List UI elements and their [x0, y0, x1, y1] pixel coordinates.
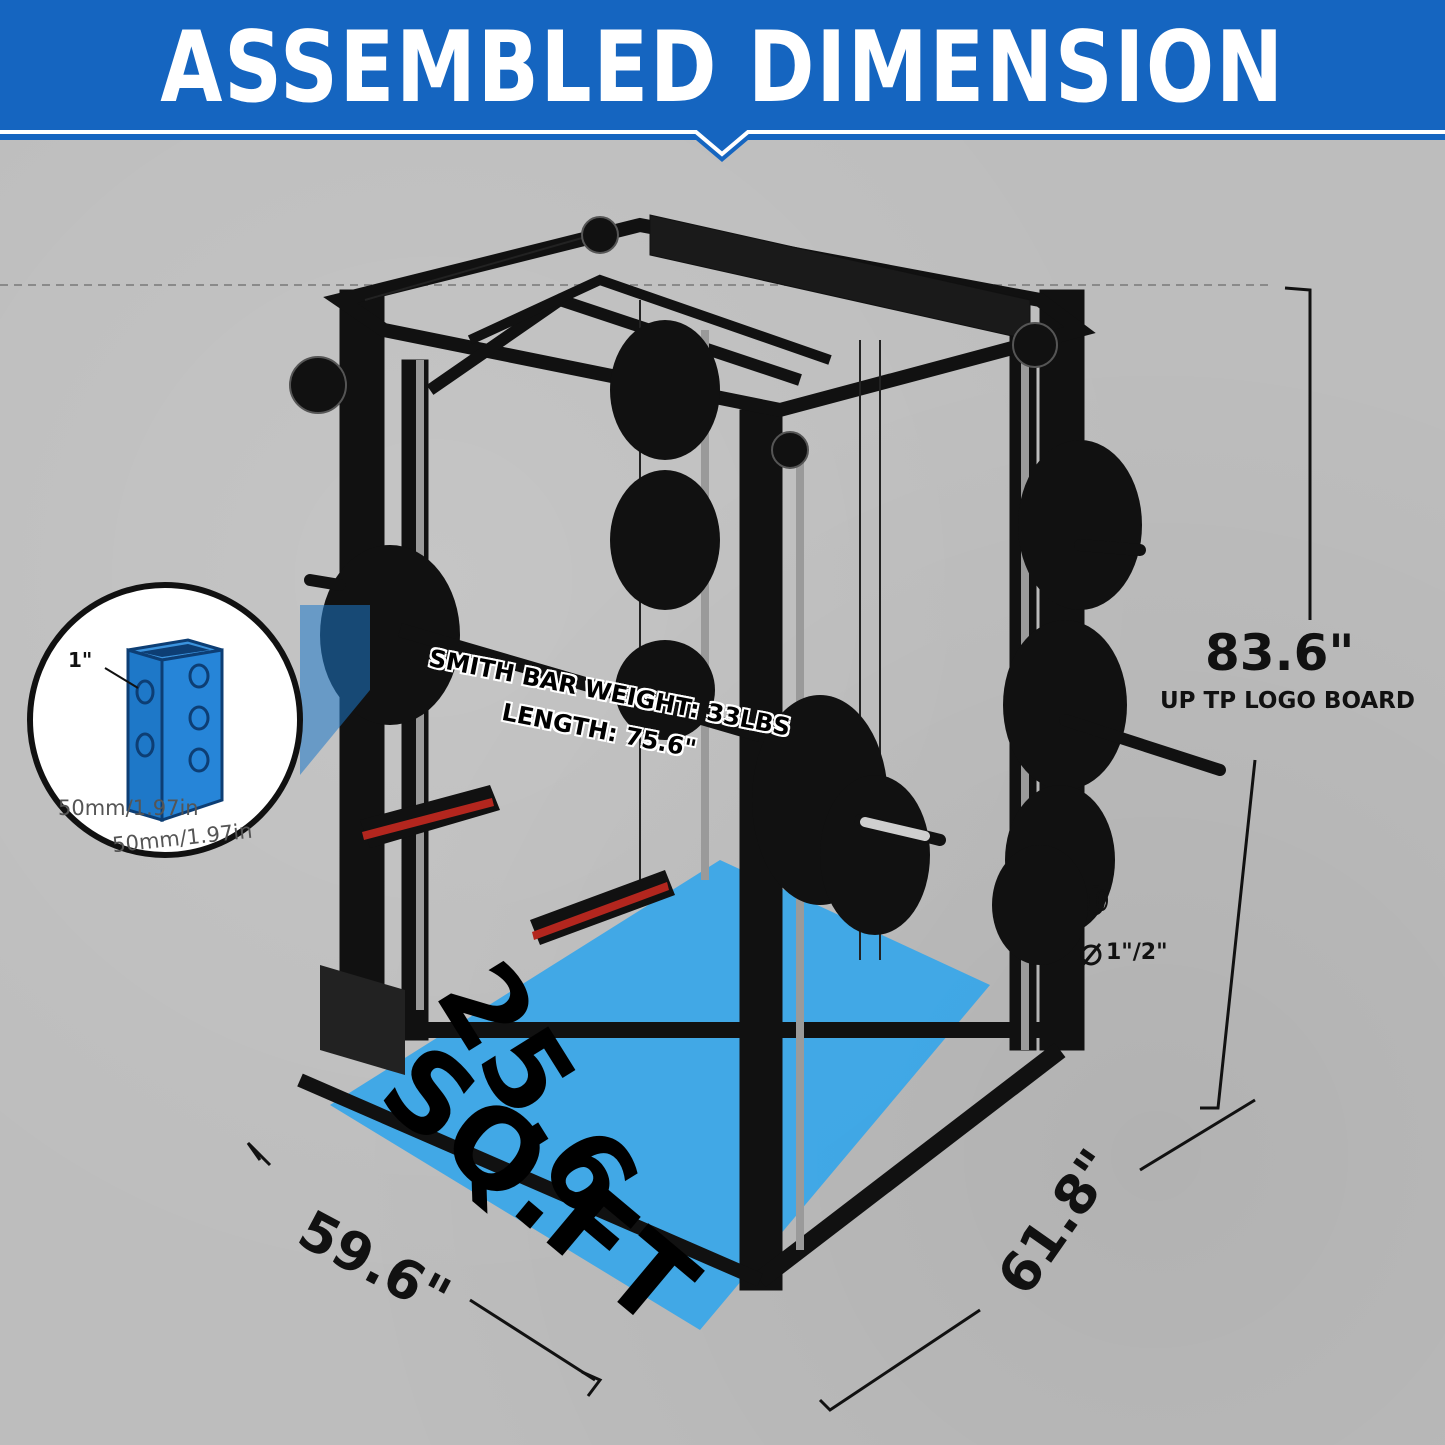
banner-shape	[0, 0, 1445, 162]
foot-plate	[320, 965, 405, 1075]
depth-dimension	[818, 1098, 1256, 1412]
weight-plate-icon	[320, 320, 1142, 965]
title-banner: ASSEMBLED DIMENSION	[0, 0, 1445, 162]
diameter-icon	[1080, 943, 1102, 967]
tube-size-label-1: 50mm/1.97in	[58, 796, 199, 820]
left-base-beam	[297, 1073, 763, 1287]
sleeve-end-icon	[1087, 885, 1108, 915]
sleeve-icon	[126, 638, 224, 823]
chrome-sleeve	[860, 817, 930, 841]
height-dimension	[1200, 286, 1312, 1110]
height-value: 83.6"	[1205, 624, 1355, 682]
top-frame	[323, 217, 1096, 418]
smith-bar	[398, 623, 762, 742]
width-dimension	[246, 1141, 603, 1397]
page-title: ASSEMBLED DIMENSION	[160, 11, 1285, 125]
pulley-icon	[289, 216, 1058, 469]
front-base-beam	[754, 1042, 1066, 1288]
sleeve-diameter-label: 1"/2"	[1106, 940, 1168, 965]
benches	[360, 785, 675, 945]
tube-hole-label: 1"	[68, 648, 93, 672]
hole-pointer	[104, 667, 139, 689]
height-caption: UP TP LOGO BOARD	[1160, 688, 1415, 714]
callout-beam	[300, 605, 370, 775]
floor-area-shape	[330, 860, 990, 1330]
